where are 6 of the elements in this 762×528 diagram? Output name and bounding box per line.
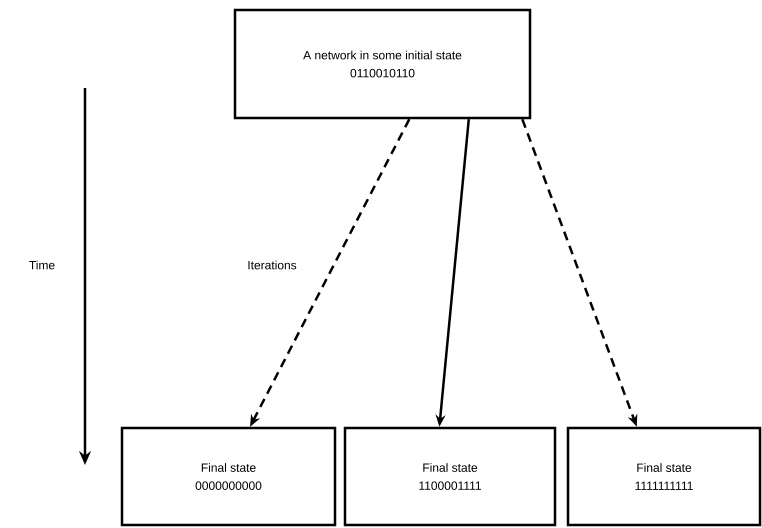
text-label: Iterations <box>248 260 296 270</box>
state-box: A network in some initial state 0110010110 <box>234 8 532 120</box>
state-box: Final state 0000000000 <box>120 426 336 526</box>
text-label: Time <box>29 260 55 270</box>
state-box: Final state 1111111111 <box>566 426 762 526</box>
state-box: Final state 1100001111 <box>344 426 556 526</box>
